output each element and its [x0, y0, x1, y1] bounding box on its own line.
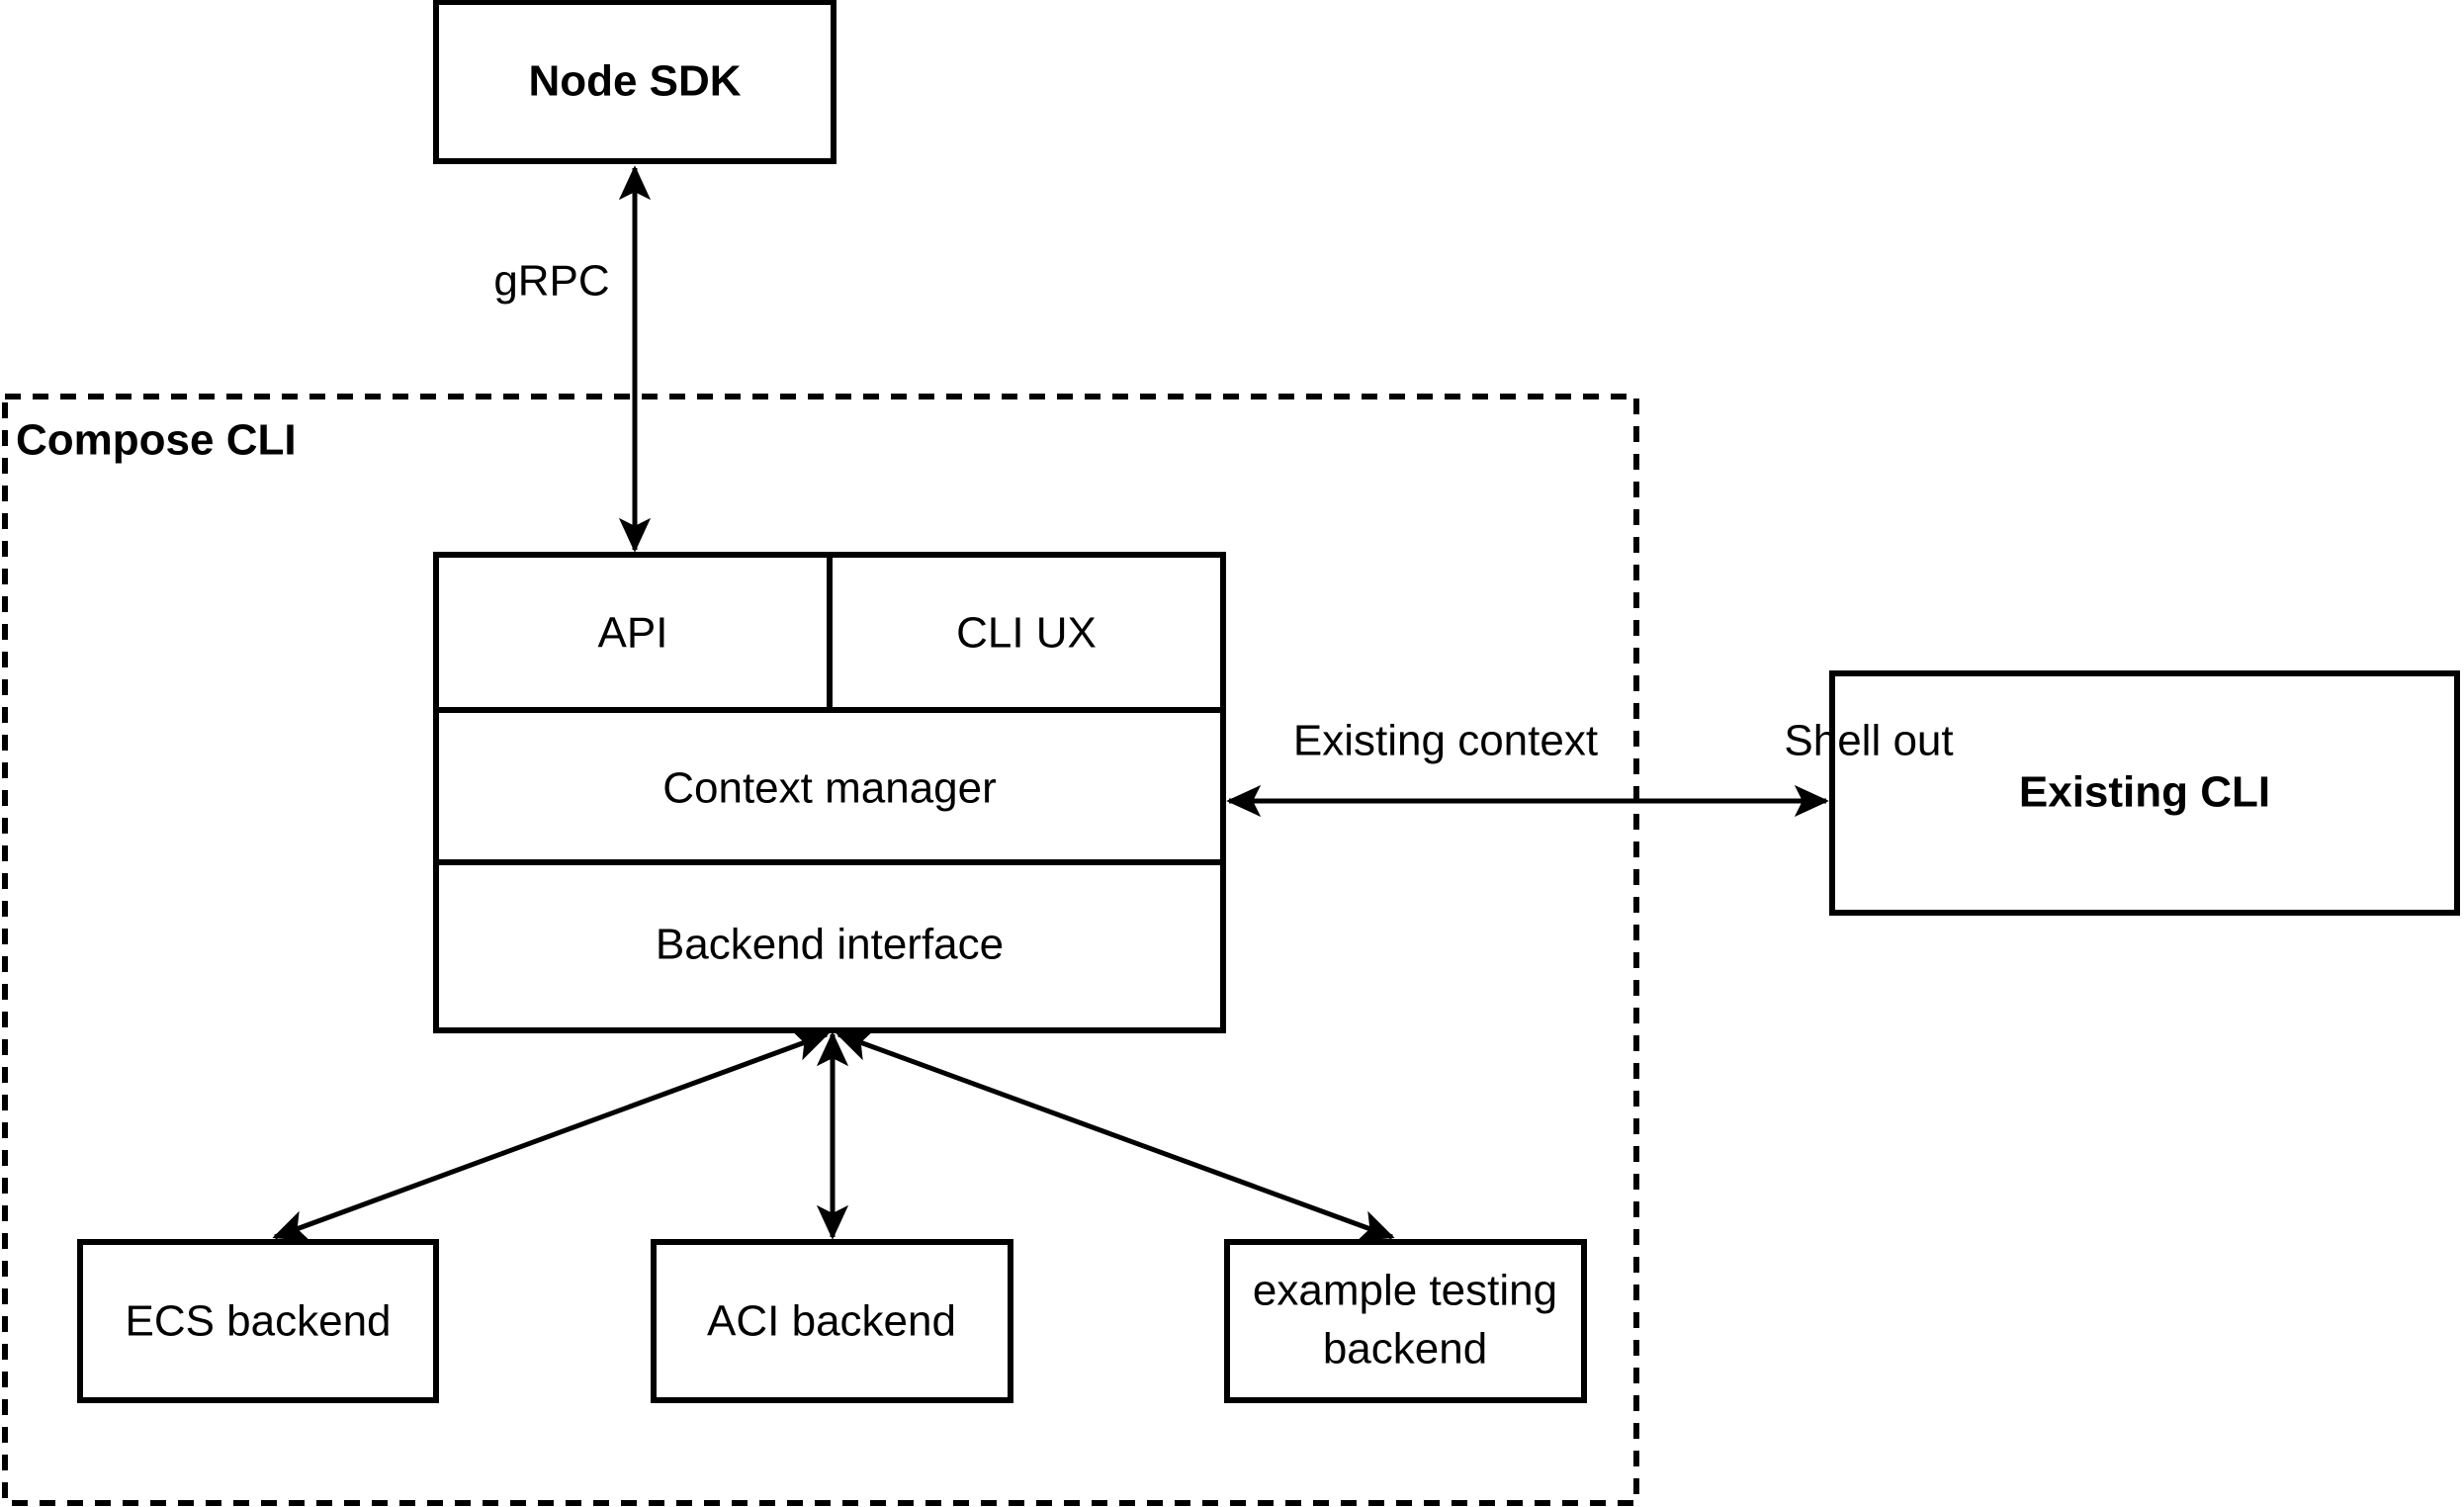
backend-interface-label: Backend interface: [656, 921, 1004, 969]
example-testing-backend-box-fill: [1227, 1242, 1584, 1400]
shell-out-label: Shell out: [1784, 717, 1953, 765]
aci-backend-box[interactable]: ACI backend: [651, 1239, 1013, 1403]
ecs-backend-box-fill: [80, 1242, 436, 1400]
edge-backend-example: [836, 1029, 1395, 1242]
compose-cli-container: Compose CLI: [2, 394, 1639, 1506]
cli-ux-label: CLI UX: [956, 609, 1097, 658]
backend-interface-cell[interactable]: Backend interface: [433, 859, 1226, 1033]
compose-cli-stack: API CLI UX Context manager Backend inter…: [433, 552, 1226, 1033]
example-testing-backend-label-line2: backend: [1323, 1325, 1487, 1374]
ecs-arrow: [272, 1029, 830, 1242]
existing-cli-box-border: [1829, 670, 2460, 916]
existing-cli-box[interactable]: Existing CLI: [1829, 670, 2460, 916]
edge-backend-ecs: [272, 1029, 830, 1242]
backend-interface-border: [433, 859, 1226, 1033]
compose-cli-label: Compose CLI: [16, 416, 297, 465]
context-manager-label: Context manager: [662, 764, 997, 813]
example-testing-backend-label-line1: example testing: [1253, 1267, 1557, 1315]
ecs-backend-label: ECS backend: [125, 1297, 391, 1346]
node-sdk-box[interactable]: Node SDK: [433, 0, 836, 164]
example-arrow: [836, 1029, 1395, 1242]
node-sdk-label: Node SDK: [528, 57, 741, 106]
node-sdk-box-fill: [436, 2, 834, 161]
compose-cli-boundary: [2, 394, 1639, 1506]
ecs-backend-box-border: [77, 1239, 439, 1403]
ecs-backend-box[interactable]: ECS backend: [77, 1239, 439, 1403]
existing-context-label: Existing context: [1293, 717, 1598, 765]
node-sdk-box-border: [433, 0, 836, 164]
example-testing-backend-box[interactable]: example testing backend: [1224, 1239, 1587, 1403]
edge-grpc: gRPC: [493, 165, 652, 553]
aci-backend-label: ACI backend: [707, 1297, 956, 1346]
grpc-label: gRPC: [493, 257, 609, 306]
aci-backend-box-border: [651, 1239, 1013, 1403]
existing-cli-box-fill: [1832, 673, 2457, 913]
edge-context-manager-existing-cli: Existing context Shell out: [1226, 717, 1954, 818]
existing-cli-label: Existing CLI: [2019, 768, 2270, 817]
api-label: API: [598, 609, 668, 658]
aci-backend-box-fill: [654, 1242, 1011, 1400]
example-testing-backend-box-border: [1224, 1239, 1587, 1403]
